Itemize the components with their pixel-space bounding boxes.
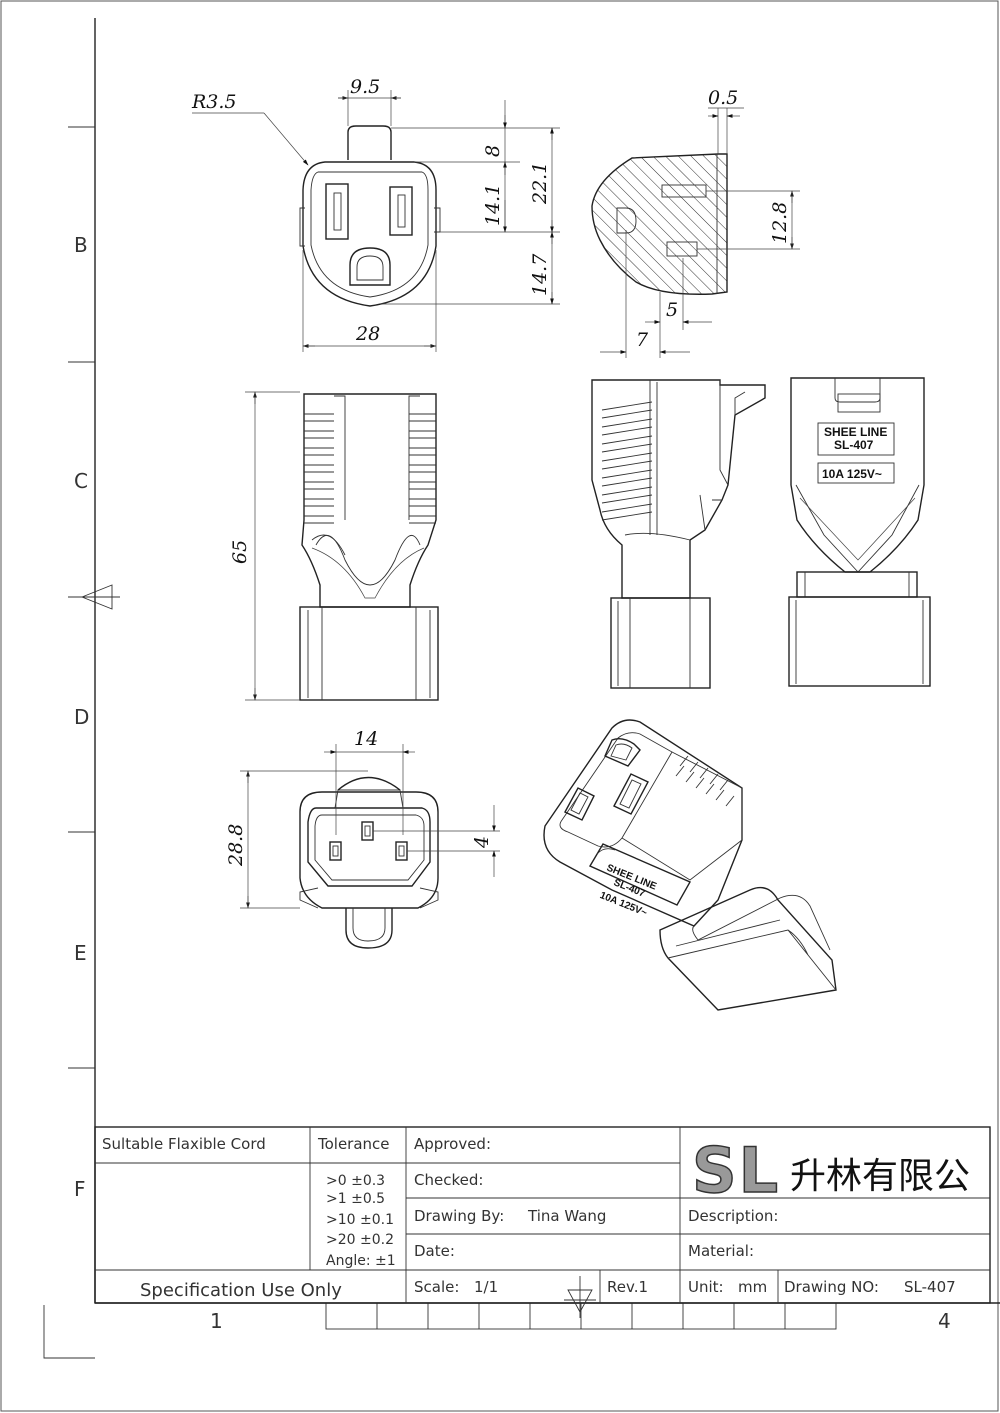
dim-9-5: 9.5 — [350, 76, 380, 98]
spec-note: Specification Use Only — [140, 1280, 342, 1301]
drawing-by-value: Tina Wang — [527, 1207, 606, 1225]
section-view — [591, 153, 728, 295]
tolerance-label: Tolerance — [317, 1135, 390, 1153]
dim-14-1: 14.1 — [482, 184, 504, 226]
unit-label: Unit: — [688, 1278, 724, 1296]
slot-neutral — [325, 183, 349, 240]
zone-label-c: C — [74, 469, 88, 493]
dim-8: 8 — [482, 145, 504, 157]
label-rating: 10A 125V~ — [822, 467, 882, 481]
dim-0-5: 0.5 — [708, 87, 738, 109]
company-logo-sl: SL — [692, 1134, 780, 1207]
rev-label: Rev.1 — [607, 1278, 648, 1296]
elevation-dimensions: 65 — [229, 391, 300, 701]
corner-mark — [43, 1305, 95, 1359]
dim-4: 4 — [471, 836, 493, 849]
tolerance-1: >0 ±0.3 — [326, 1173, 385, 1189]
checked-label: Checked: — [414, 1171, 483, 1189]
centering-mark-icon — [80, 584, 113, 610]
scale-label: Scale: — [414, 1278, 459, 1296]
zone-label-f: F — [74, 1177, 86, 1201]
description-label: Description: — [688, 1207, 778, 1225]
dim-14-7: 14.7 — [529, 253, 551, 296]
end-view-dimensions: 14 28.8 4 — [225, 728, 500, 909]
isometric-view: SHEE LINE SL-407 10A 125V~ — [543, 719, 837, 1011]
ground-hole — [349, 247, 391, 286]
tolerance-4: >20 ±0.2 — [326, 1232, 394, 1248]
cord-label: Sultable Flaxible Cord — [102, 1135, 266, 1153]
elevation-front — [299, 393, 439, 701]
front-view-dimensions: R3.5 9.5 8 14.1 22.1 14.7 28 — [191, 76, 560, 352]
slot-live — [389, 186, 413, 236]
dim-7: 7 — [636, 329, 649, 351]
material-label: Material: — [688, 1242, 754, 1260]
approved-label: Approved: — [414, 1135, 491, 1153]
dim-65: 65 — [229, 540, 251, 564]
drawing-no-value: SL-407 — [904, 1278, 956, 1296]
zone-label-4: 4 — [938, 1309, 951, 1333]
projection-symbol-icon — [564, 1276, 596, 1318]
scale-value: 1/1 — [474, 1278, 498, 1296]
elevation-side — [591, 379, 766, 689]
company-name: 升林有限公 — [790, 1156, 970, 1197]
dim-r3-5: R3.5 — [191, 91, 237, 113]
end-view-c13 — [299, 776, 439, 949]
section-view-dimensions: 0.5 12.8 5 7 — [600, 87, 800, 358]
zone-label-1: 1 — [210, 1309, 223, 1333]
front-view-nema-socket — [299, 125, 441, 307]
zone-label-e: E — [74, 941, 87, 965]
title-block: Sultable Flaxible Cord Tolerance >0 ±0.3… — [94, 1126, 991, 1318]
zone-labels: B C D E F 1 4 — [74, 233, 951, 1333]
tolerance-angle: Angle: ±1 — [326, 1253, 396, 1269]
drawing-no-label: Drawing NO: — [784, 1278, 879, 1296]
tolerance-3: >10 ±0.1 — [326, 1212, 394, 1228]
label-brand: SHEE LINE — [824, 425, 887, 439]
zone-label-b: B — [74, 233, 88, 257]
dim-12-8: 12.8 — [769, 202, 791, 244]
drawing-by-label: Drawing By: — [414, 1207, 504, 1225]
dim-5: 5 — [666, 299, 678, 321]
dim-22-1: 22.1 — [529, 162, 551, 205]
zone-label-d: D — [74, 705, 89, 729]
date-label: Date: — [414, 1242, 455, 1260]
rating-label-box — [817, 422, 895, 456]
label-model: SL-407 — [834, 438, 874, 452]
unit-value: mm — [738, 1278, 767, 1296]
scale-strip — [325, 1302, 837, 1330]
dim-28-8: 28.8 — [225, 824, 247, 867]
elevation-back: SHEE LINE SL-407 10A 125V~ — [788, 377, 931, 687]
dim-14: 14 — [354, 728, 378, 750]
tolerance-2: >1 ±0.5 — [326, 1191, 385, 1207]
dim-28: 28 — [355, 323, 380, 345]
